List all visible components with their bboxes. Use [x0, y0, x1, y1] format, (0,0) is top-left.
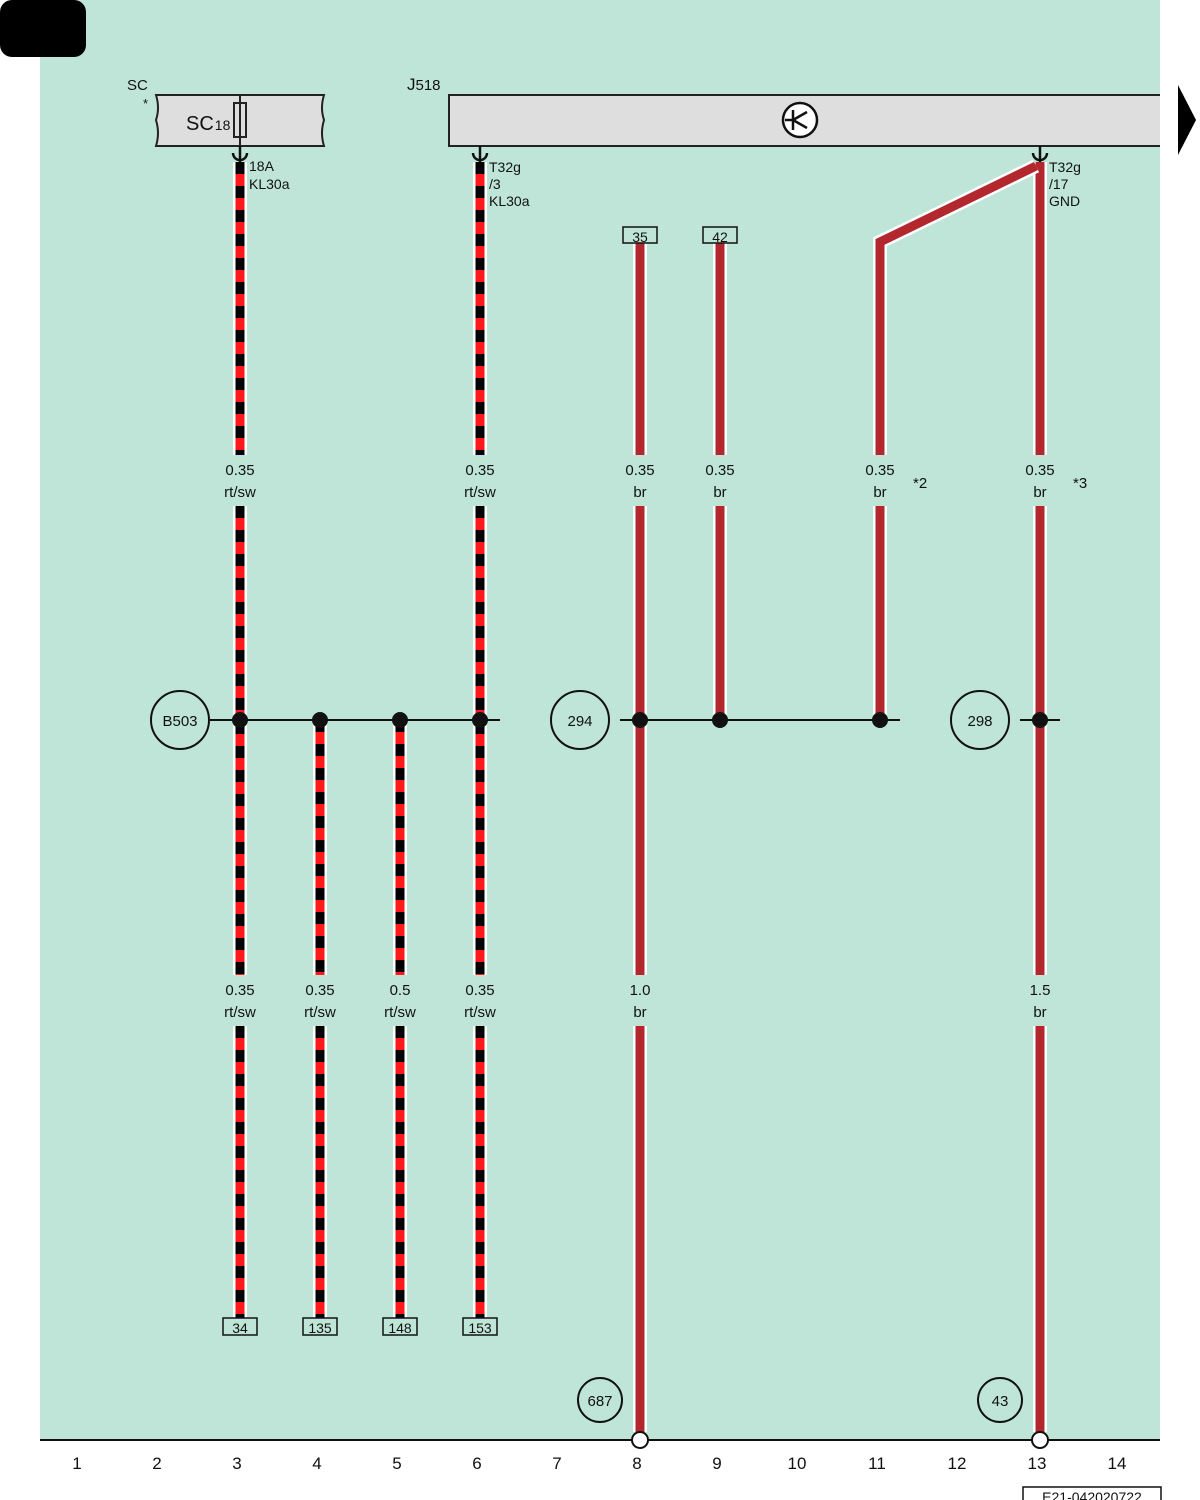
column-number: 10: [788, 1454, 807, 1473]
wire-color: br: [873, 484, 886, 501]
column-number: 14: [1108, 1454, 1127, 1473]
wire-size: 0.35: [1025, 462, 1054, 479]
wire-labels-bottom: 0.35 rt/sw 0.35 rt/sw 0.5 rt/sw 0.35 rt/…: [224, 982, 1050, 1021]
splice-294[interactable]: 294: [550, 690, 610, 750]
svg-text:148: 148: [388, 1320, 412, 1336]
j518-label: J518: [407, 75, 441, 94]
wire-color: rt/sw: [384, 1004, 416, 1021]
junction-dot: [872, 712, 888, 728]
ref-box-135[interactable]: 135: [302, 1317, 338, 1336]
sc-star: *: [143, 96, 148, 111]
column-number: 9: [712, 1454, 721, 1473]
ground-terminal: [1031, 1431, 1049, 1449]
column-number: 1: [72, 1454, 81, 1473]
doc-code-box: [1022, 1486, 1162, 1500]
wire-color: rt/sw: [304, 1004, 336, 1021]
svg-text:298: 298: [967, 713, 992, 730]
svg-text:687: 687: [587, 1393, 612, 1410]
svg-text:43: 43: [992, 1393, 1009, 1410]
ref-box-34[interactable]: 34: [222, 1317, 258, 1336]
svg-text:34: 34: [232, 1320, 248, 1336]
svg-text:42: 42: [712, 229, 728, 245]
svg-text:B503: B503: [162, 713, 197, 730]
ground-point-687[interactable]: 687: [577, 1377, 623, 1423]
column-number: 12: [948, 1454, 967, 1473]
wire-size: 0.5: [390, 982, 411, 999]
wire-size: 0.35: [225, 982, 254, 999]
wire-color: rt/sw: [464, 484, 496, 501]
junction-dot: [392, 712, 408, 728]
wire-color: br: [633, 484, 646, 501]
column-number: 2: [152, 1454, 161, 1473]
wire-color: br: [1033, 1004, 1046, 1021]
column-number: 5: [392, 1454, 401, 1473]
doc-code: E21-042020722: [1042, 1489, 1142, 1500]
pin-label-t32g3: T32g /3 KL30a: [489, 159, 530, 209]
wire-color: rt/sw: [224, 484, 256, 501]
svg-text:35: 35: [632, 229, 648, 245]
junction-dots: [232, 712, 1048, 728]
wire-col11-top: [875, 161, 1038, 455]
sc-fuse-label: SC18: [186, 113, 231, 135]
wire-color: rt/sw: [224, 1004, 256, 1021]
wire-color: rt/sw: [464, 1004, 496, 1021]
ref-box-35[interactable]: 35: [622, 226, 658, 245]
wire-size: 0.35: [305, 982, 334, 999]
page-tab: [0, 0, 86, 57]
ref-box-153[interactable]: 153: [462, 1317, 498, 1336]
transistor-icon: [781, 101, 819, 139]
sc-label: SC: [127, 77, 148, 94]
svg-text:135: 135: [308, 1320, 332, 1336]
wire-size: 0.35: [865, 462, 894, 479]
splice-b503[interactable]: B503: [150, 690, 210, 750]
wire-color: br: [713, 484, 726, 501]
footnote-marker: *3: [1073, 475, 1087, 492]
column-number: 3: [232, 1454, 241, 1473]
column-number: 6: [472, 1454, 481, 1473]
column-number: 8: [632, 1454, 641, 1473]
column-number: 11: [868, 1454, 886, 1473]
junction-dot: [232, 712, 248, 728]
pin-label-sc18: 18A KL30a: [249, 158, 290, 192]
pin-connector-sc18: [231, 146, 249, 162]
pin-label-t32g17: T32g /17 GND: [1049, 159, 1085, 209]
svg-text:294: 294: [567, 713, 592, 730]
ref-box-42[interactable]: 42: [702, 226, 738, 245]
junction-dot: [472, 712, 488, 728]
junction-dot: [1032, 712, 1048, 728]
wire-labels-top: 0.35 rt/sw 0.35 rt/sw 0.35 br 0.35 br 0.…: [224, 462, 1054, 501]
wire-size: 1.0: [630, 982, 651, 999]
wire-color: br: [633, 1004, 646, 1021]
ground-point-43[interactable]: 43: [977, 1377, 1023, 1423]
wire-size: 1.5: [1030, 982, 1051, 999]
ground-terminal: [631, 1431, 649, 1449]
wire-color: br: [1033, 484, 1046, 501]
wires: [233, 159, 1047, 1432]
wire-size: 0.35: [465, 982, 494, 999]
column-number: 4: [312, 1454, 321, 1473]
wire-size: 0.35: [625, 462, 654, 479]
junction-dot: [312, 712, 328, 728]
wire-size: 0.35: [705, 462, 734, 479]
next-page-arrow-icon[interactable]: [1178, 85, 1196, 155]
svg-text:153: 153: [468, 1320, 492, 1336]
wire-size: 0.35: [225, 462, 254, 479]
footnote-marker: *2: [913, 475, 927, 492]
wire-size: 0.35: [465, 462, 494, 479]
pin-connector-t32g3: [471, 146, 489, 162]
pin-connector-t32g17: [1031, 146, 1049, 162]
splice-298[interactable]: 298: [950, 690, 1010, 750]
column-number: 7: [552, 1454, 561, 1473]
ref-box-148[interactable]: 148: [382, 1317, 418, 1336]
junction-dot: [712, 712, 728, 728]
junction-dot: [632, 712, 648, 728]
column-number: 13: [1028, 1454, 1047, 1473]
